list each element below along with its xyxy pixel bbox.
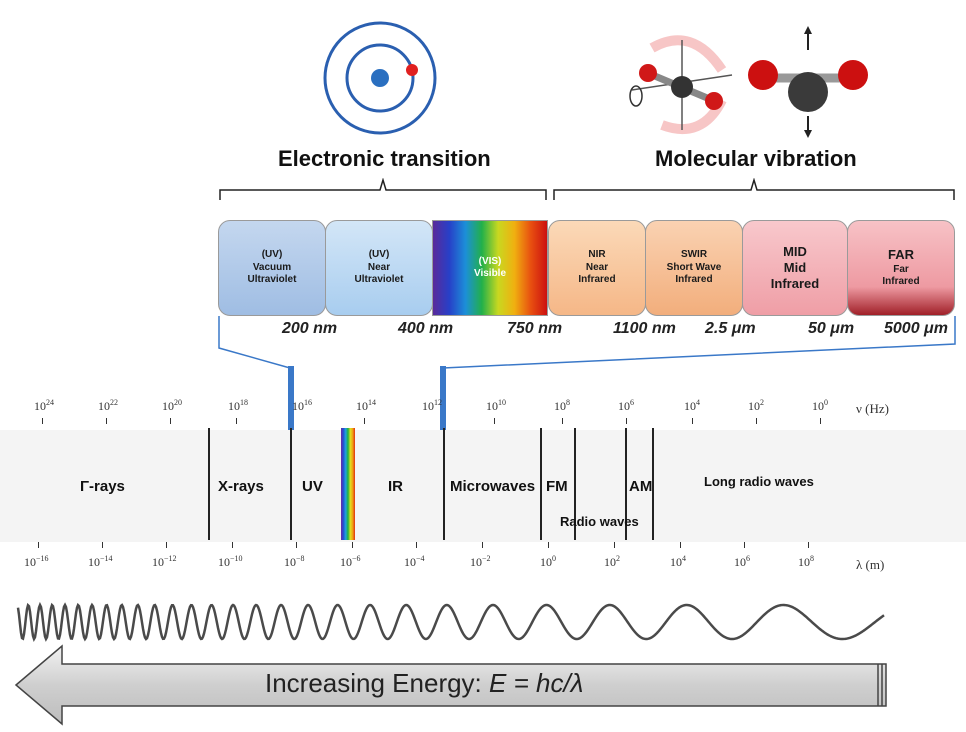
wavelength-tick: 108 bbox=[798, 554, 814, 569]
frequency-tick: 1022 bbox=[98, 398, 118, 413]
band-label: Visible bbox=[473, 268, 507, 279]
region-divider bbox=[574, 428, 576, 540]
band-mid-ir: MID Mid Infrared bbox=[742, 220, 848, 316]
band-vacuum-uv: (UV) Vacuum Ultraviolet bbox=[218, 220, 326, 316]
band-label: Infrared bbox=[675, 274, 713, 286]
region-fm: FM bbox=[546, 478, 568, 495]
wavelength-tick: 10−16 bbox=[24, 554, 49, 569]
wavelength-label: 200 nm bbox=[282, 320, 338, 337]
wavelength-tick: 10−8 bbox=[284, 554, 305, 569]
region-uv: UV bbox=[302, 478, 323, 495]
wavelength-tick: 104 bbox=[670, 554, 686, 569]
frequency-tick: 104 bbox=[684, 398, 700, 413]
electronic-brace bbox=[219, 178, 547, 200]
band-label: Short Wave bbox=[666, 261, 722, 273]
region-divider bbox=[540, 428, 542, 540]
region-ir: IR bbox=[388, 478, 403, 495]
region-am: AM bbox=[629, 478, 653, 495]
band-label: (UV) bbox=[368, 249, 390, 261]
band-label: FAR bbox=[888, 247, 914, 263]
molecular-brace bbox=[553, 178, 955, 200]
band-label: Infrared bbox=[770, 276, 820, 292]
wavelength-unit: λ (m) bbox=[856, 557, 885, 572]
wavelength-tick: 10−6 bbox=[340, 554, 361, 569]
frequency-tick: 1024 bbox=[34, 398, 54, 413]
wavelength-tick: 102 bbox=[604, 554, 620, 569]
region-radio-waves: Radio waves bbox=[560, 514, 639, 529]
molecule-vibration-icon bbox=[748, 26, 868, 138]
region-microwaves: Microwaves bbox=[450, 478, 536, 495]
band-label: (VIS) bbox=[478, 255, 502, 267]
wavelength-tick: 106 bbox=[734, 554, 750, 569]
frequency-tick: 108 bbox=[554, 398, 570, 413]
spectrum-strip bbox=[0, 430, 966, 542]
wavelength-tick: 10−4 bbox=[404, 554, 425, 569]
region-divider bbox=[290, 428, 292, 540]
region-divider bbox=[652, 428, 654, 540]
region-x-rays: X-rays bbox=[218, 478, 264, 495]
band-label: Near bbox=[367, 261, 391, 273]
band-label: SWIR bbox=[680, 249, 708, 261]
band-nir: NIR Near Infrared bbox=[548, 220, 646, 316]
wavelength-label: 750 nm bbox=[507, 320, 563, 337]
band-label: Infrared bbox=[578, 274, 616, 286]
band-label: Ultraviolet bbox=[354, 274, 404, 286]
electronic-transition-heading: Electronic transition bbox=[278, 146, 491, 171]
region-gamma-rays: Γ-rays bbox=[80, 478, 125, 495]
band-visible: (VIS) Visible bbox=[432, 220, 548, 316]
wavelength-tick: 10−12 bbox=[152, 554, 177, 569]
energy-formula: Increasing Energy: E = hc/λ bbox=[265, 668, 584, 698]
frequency-tick: 1014 bbox=[356, 398, 376, 413]
band-swir: SWIR Short Wave Infrared bbox=[645, 220, 743, 316]
wavelength-label: 50 μm bbox=[808, 320, 855, 337]
frequency-tick: 1020 bbox=[162, 398, 182, 413]
wavelength-tick: 100 bbox=[540, 554, 556, 569]
frequency-tick: 1016 bbox=[292, 398, 312, 413]
frequency-tick: 1012 bbox=[422, 398, 442, 413]
atom-icon bbox=[323, 21, 437, 135]
frequency-tick: 1018 bbox=[228, 398, 248, 413]
wavelength-tick: 10−10 bbox=[218, 554, 243, 569]
molecule-rotation-icon bbox=[629, 35, 733, 134]
region-divider bbox=[625, 428, 627, 540]
frequency-tick: 102 bbox=[748, 398, 764, 413]
wavelength-label: 400 nm bbox=[398, 320, 454, 337]
wavelength-tick: 10−2 bbox=[470, 554, 491, 569]
frequency-tick: 100 bbox=[812, 398, 828, 413]
frequency-unit: ν (Hz) bbox=[856, 401, 889, 416]
callout-lines bbox=[218, 316, 956, 430]
wavelength-label: 2.5 μm bbox=[705, 320, 756, 337]
energy-arrow bbox=[14, 644, 887, 726]
visible-strip bbox=[341, 428, 355, 540]
frequency-tick: 106 bbox=[618, 398, 634, 413]
region-divider bbox=[443, 428, 445, 540]
region-long-radio-waves: Long radio waves bbox=[704, 474, 814, 489]
wavelength-label: 1100 nm bbox=[613, 320, 676, 337]
wavelength-label: 5000 μm bbox=[884, 320, 948, 337]
wavelength-tick: 10−14 bbox=[88, 554, 113, 569]
band-label: Near bbox=[585, 261, 609, 273]
molecular-vibration-heading: Molecular vibration bbox=[655, 146, 857, 171]
band-far-ir: FAR Far Infrared bbox=[847, 220, 955, 316]
band-label: NIR bbox=[588, 249, 606, 261]
band-label: Vacuum bbox=[252, 261, 292, 273]
region-divider bbox=[208, 428, 210, 540]
band-label: Ultraviolet bbox=[247, 274, 297, 286]
wave-graphic bbox=[16, 601, 885, 643]
band-label: Infrared bbox=[882, 276, 920, 288]
frequency-tick: 1010 bbox=[486, 398, 506, 413]
band-label: Far bbox=[893, 263, 909, 275]
band-near-uv: (UV) Near Ultraviolet bbox=[325, 220, 433, 316]
band-label: (UV) bbox=[261, 249, 283, 261]
band-label: Mid bbox=[783, 259, 807, 275]
band-label: MID bbox=[783, 243, 807, 259]
